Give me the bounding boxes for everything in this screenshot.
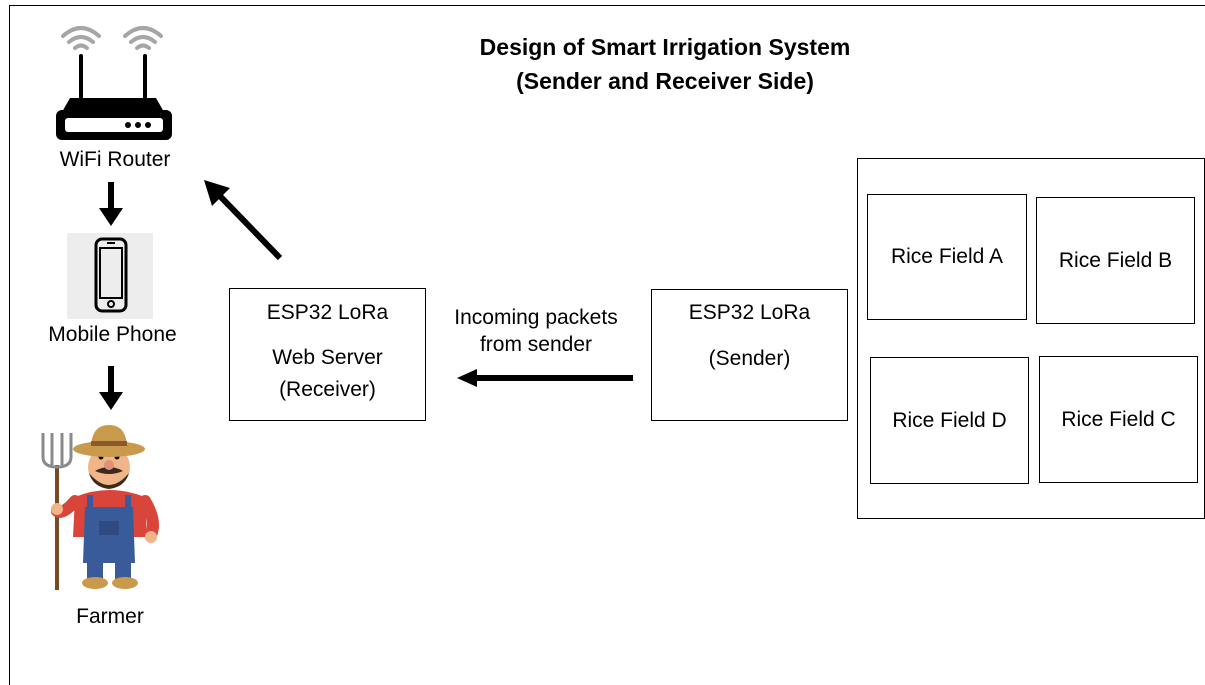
rice-field-d: Rice Field D	[870, 357, 1029, 484]
farmer-label: Farmer	[76, 605, 144, 628]
arrow-icon	[457, 369, 633, 387]
link-label: Incoming packets from sender	[436, 304, 636, 358]
farmer-icon	[41, 425, 159, 590]
rice-field-b: Rice Field B	[1036, 197, 1195, 324]
receiver-line-1: ESP32 LoRa	[266, 301, 389, 324]
diagram-frame	[9, 5, 1205, 685]
title-line-2: (Sender and Receiver Side)	[516, 68, 814, 94]
mobile-phone-icon	[67, 233, 153, 319]
diagram-title: Design of Smart Irrigation System (Sende…	[380, 30, 950, 98]
wifi-icon	[61, 26, 163, 50]
rice-field-a: Rice Field A	[867, 194, 1027, 320]
sender-line-2: (Sender)	[708, 347, 791, 370]
link-label-line-1: Incoming packets	[454, 306, 618, 329]
title-line-1: Design of Smart Irrigation System	[479, 34, 851, 60]
arrow-icon	[99, 366, 123, 410]
arrow-icon	[99, 182, 123, 226]
receiver-box: ESP32 LoRa Web Server (Receiver)	[229, 288, 426, 421]
sender-box: ESP32 LoRa (Sender)	[651, 289, 848, 421]
link-label-line-2: from sender	[479, 333, 593, 356]
receiver-line-2: Web Server	[272, 346, 383, 369]
router-label: WiFi Router	[59, 148, 171, 171]
receiver-line-3: (Receiver)	[279, 378, 376, 401]
sender-line-1: ESP32 LoRa	[688, 301, 811, 324]
rice-field-c: Rice Field C	[1039, 356, 1198, 483]
arrow-icon	[204, 180, 283, 261]
router-icon	[56, 54, 172, 140]
phone-label: Mobile Phone	[48, 323, 177, 346]
